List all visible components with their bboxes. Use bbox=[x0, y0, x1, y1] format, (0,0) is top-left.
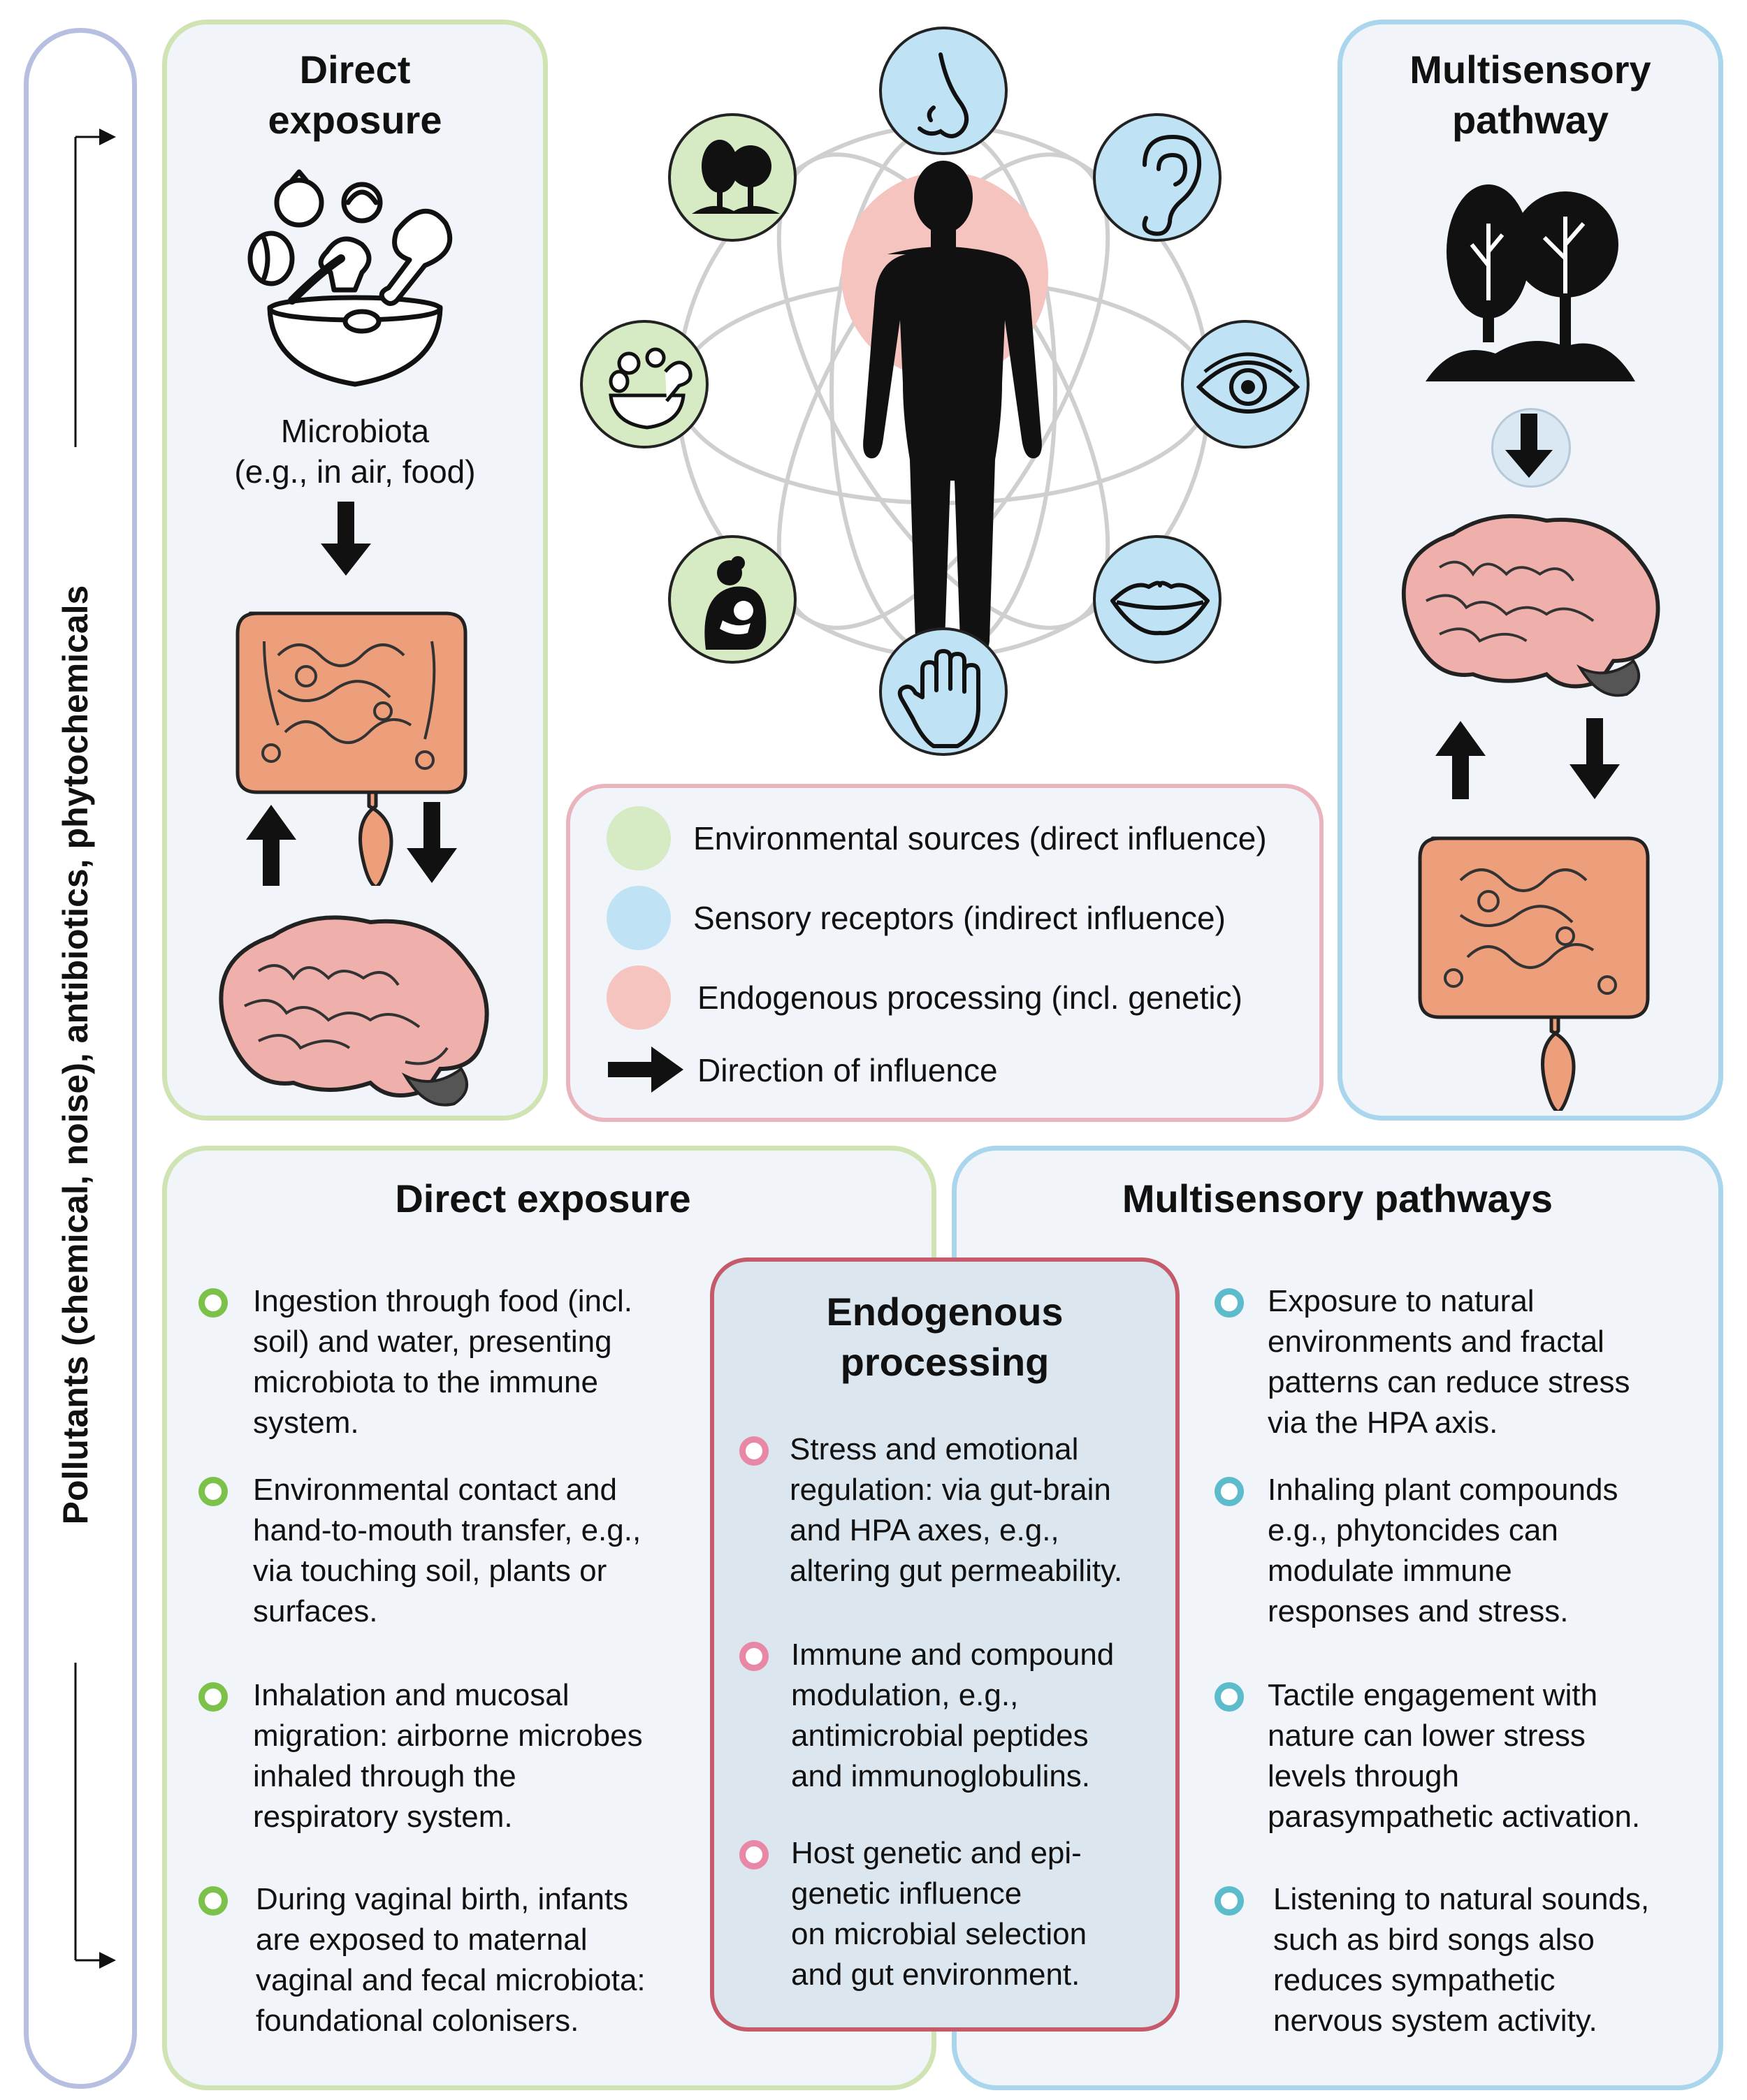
legend-panel bbox=[566, 784, 1324, 1122]
multisensory-item-2: Inhaling plant compounds e.g., phytoncid… bbox=[1268, 1473, 1618, 1628]
endogenous-bullet-1 bbox=[739, 1436, 769, 1466]
trees-icon bbox=[668, 113, 797, 242]
legend-dot-sensory bbox=[607, 886, 671, 950]
mother-infant-icon bbox=[668, 535, 797, 664]
down-arrow-icon bbox=[321, 502, 371, 576]
direct-bullet-4 bbox=[198, 1886, 228, 1916]
side-label: Pollutants (chemical, noise), antibiotic… bbox=[56, 585, 95, 1525]
endogenous-item-1: Stress and emotional regulation: via gut… bbox=[790, 1432, 1123, 1588]
lips-icon bbox=[1093, 535, 1222, 664]
direct-bullet-1 bbox=[198, 1288, 228, 1318]
legend-label-environmental: Environmental sources (direct influence) bbox=[693, 820, 1267, 856]
multisensory-item-3: Tactile engagement with nature can lower… bbox=[1268, 1678, 1641, 1834]
endogenous-processing-panel bbox=[710, 1257, 1180, 2032]
nose-icon bbox=[879, 27, 1008, 155]
legend-label-sensory: Sensory receptors (indirect influence) bbox=[693, 900, 1226, 936]
food-bowl-small-icon bbox=[580, 320, 709, 449]
bottom-direct-exposure-title: Direct exposure bbox=[395, 1176, 691, 1220]
legend-label-endogenous: Endogenous processing (incl. genetic) bbox=[697, 979, 1242, 1016]
bottom-multisensory-title: Multisensory pathways bbox=[1122, 1176, 1553, 1220]
endogenous-bullet-3 bbox=[739, 1840, 769, 1869]
multisensory-bullet-4 bbox=[1215, 1886, 1244, 1916]
microbiota-caption: Microbiota (e.g., in air, food) bbox=[234, 413, 476, 490]
direct-item-2: Environmental contact and hand-to-mouth … bbox=[253, 1473, 641, 1628]
direct-item-1: Ingestion through food (incl. soil) and … bbox=[253, 1284, 633, 1440]
side-bar bbox=[24, 28, 137, 2089]
trees-large-icon bbox=[1426, 184, 1635, 381]
endogenous-item-2: Immune and compound modulation, e.g., an… bbox=[791, 1638, 1115, 1793]
legend-label-direction: Direction of influence bbox=[697, 1052, 998, 1088]
up-arrow-icon bbox=[246, 805, 296, 886]
hand-icon bbox=[879, 627, 1008, 756]
multisensory-title: Multisensory pathway bbox=[1409, 48, 1651, 142]
endogenous-bullet-2 bbox=[739, 1642, 769, 1671]
legend-dot-environmental bbox=[607, 806, 671, 870]
down-arrow-icon-right bbox=[1505, 414, 1553, 478]
endogenous-processing-title: Endogenous processing bbox=[826, 1290, 1064, 1384]
brain-icon-right bbox=[1401, 513, 1660, 697]
down-arrow-icon-right-2 bbox=[1570, 718, 1620, 799]
direct-bullet-3 bbox=[198, 1682, 228, 1712]
multisensory-bullet-3 bbox=[1215, 1682, 1244, 1712]
legend-arrow-icon bbox=[608, 1047, 683, 1093]
legend-dot-endogenous bbox=[607, 965, 671, 1030]
up-arrow-line bbox=[74, 129, 116, 447]
direct-item-4: During vaginal birth, infants are expose… bbox=[256, 1882, 646, 2038]
down-arrow-icon-2 bbox=[407, 802, 457, 883]
gut-icon bbox=[235, 611, 467, 886]
ear-icon bbox=[1093, 113, 1222, 242]
direct-item-3: Inhalation and mucosal migration: airbor… bbox=[253, 1678, 643, 1834]
food-bowl-icon bbox=[247, 169, 453, 387]
down-arrow-line bbox=[74, 1663, 116, 1969]
brain-icon bbox=[219, 915, 489, 1107]
up-arrow-icon-right bbox=[1435, 721, 1486, 799]
multisensory-item-4: Listening to natural sounds, such as bir… bbox=[1273, 1882, 1650, 2038]
multisensory-bullet-2 bbox=[1215, 1477, 1244, 1506]
eye-icon bbox=[1181, 320, 1310, 449]
multisensory-bullet-1 bbox=[1215, 1288, 1244, 1318]
gut-icon-right bbox=[1418, 836, 1650, 1111]
direct-exposure-title: Direct exposure bbox=[268, 48, 442, 142]
human-silhouette bbox=[863, 161, 1042, 655]
direct-bullet-2 bbox=[198, 1477, 228, 1506]
side-arrows bbox=[74, 129, 116, 1969]
endogenous-item-3: Host genetic and epi- genetic influence … bbox=[791, 1836, 1087, 1992]
multisensory-item-1: Exposure to natural environments and fra… bbox=[1268, 1284, 1630, 1440]
